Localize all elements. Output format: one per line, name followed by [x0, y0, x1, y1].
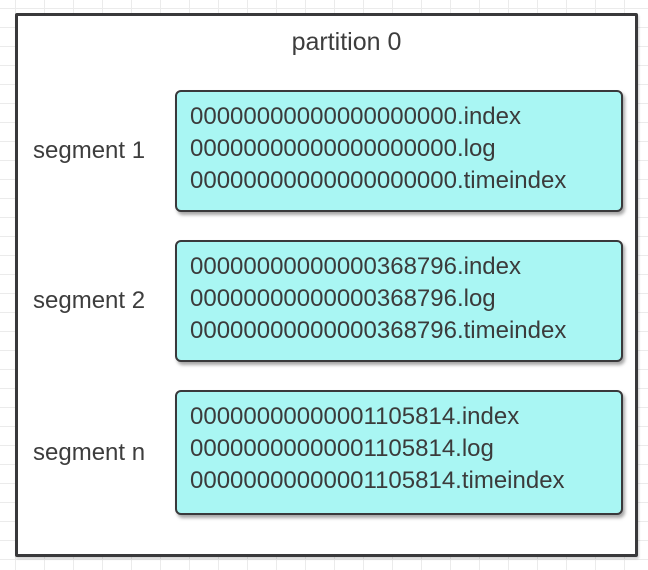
segment-row: segment 1 00000000000000000000.index 000…: [18, 90, 635, 212]
partition-title: partition 0: [291, 28, 402, 56]
segment-label: segment n: [33, 438, 146, 466]
segment-files-box: 00000000000000368796.index 0000000000000…: [175, 240, 623, 362]
file-name: 00000000000001105814.index: [190, 403, 520, 430]
file-name: 00000000000000000000.timeindex: [190, 167, 567, 194]
segment-row: segment n 00000000000001105814.index 000…: [18, 390, 635, 515]
file-name: 00000000000000000000.index: [190, 103, 521, 130]
segment-row: segment 2 00000000000000368796.index 000…: [18, 240, 635, 362]
partition-box: partition 0 segment 1 000000000000000000…: [15, 13, 638, 557]
segment-label: segment 2: [33, 287, 146, 314]
file-name: 00000000000000368796.index: [190, 253, 521, 280]
segment-label: segment 1: [33, 137, 146, 164]
file-name: 00000000000000000000.log: [190, 135, 496, 162]
file-name: 00000000000001105814.log: [190, 435, 494, 462]
file-name: 00000000000000368796.timeindex: [190, 317, 567, 344]
file-name: 00000000000001105814.timeindex: [190, 467, 565, 494]
segment-files-box: 00000000000001105814.index 0000000000000…: [175, 390, 623, 515]
file-name: 00000000000000368796.log: [190, 285, 496, 312]
segment-files-box: 00000000000000000000.index 0000000000000…: [175, 90, 623, 212]
